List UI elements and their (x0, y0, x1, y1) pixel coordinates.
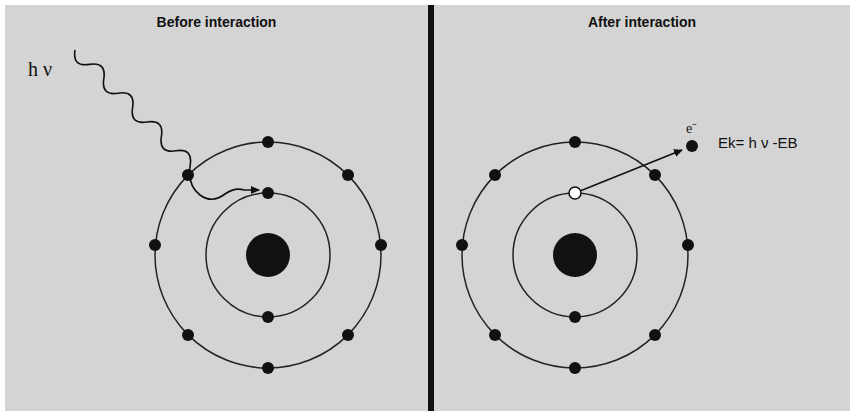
electron (182, 329, 194, 341)
electron (262, 311, 274, 323)
electron (489, 329, 501, 341)
electron (262, 187, 274, 199)
electron (342, 169, 354, 181)
electron-label: e⁻ (686, 118, 697, 137)
electron (456, 239, 468, 251)
electron (182, 169, 194, 181)
atom-before (149, 136, 387, 374)
electron (649, 329, 661, 341)
electron (375, 239, 387, 251)
electron (569, 311, 581, 323)
panel-ground (434, 5, 850, 411)
kinetic-energy-formula: Ek= h ν -EB (718, 134, 798, 151)
photon-wave (75, 50, 259, 199)
inner-shell (513, 193, 637, 317)
electron (649, 169, 661, 181)
divider-bar (428, 5, 434, 411)
panel-heading: Before interaction (5, 5, 428, 30)
electron (569, 136, 581, 148)
panel: Before interaction (5, 5, 428, 411)
electron (489, 169, 501, 181)
electron (262, 136, 274, 148)
nucleus (246, 233, 290, 277)
electron (149, 239, 161, 251)
photoelectron (686, 140, 698, 152)
ejection-arrow (580, 150, 682, 191)
vacancy (569, 187, 581, 199)
photon-energy-label: h ν (28, 58, 52, 81)
electron (569, 362, 581, 374)
outer-shell (462, 142, 688, 368)
panel-ground (5, 5, 428, 411)
electron (342, 329, 354, 341)
nucleus (553, 233, 597, 277)
electron (682, 239, 694, 251)
panel: After interaction (434, 5, 850, 411)
outer-shell (155, 142, 381, 368)
atom-after (456, 136, 698, 374)
electron (262, 362, 274, 374)
inner-shell (206, 193, 330, 317)
panel-heading: After interaction (434, 5, 850, 30)
